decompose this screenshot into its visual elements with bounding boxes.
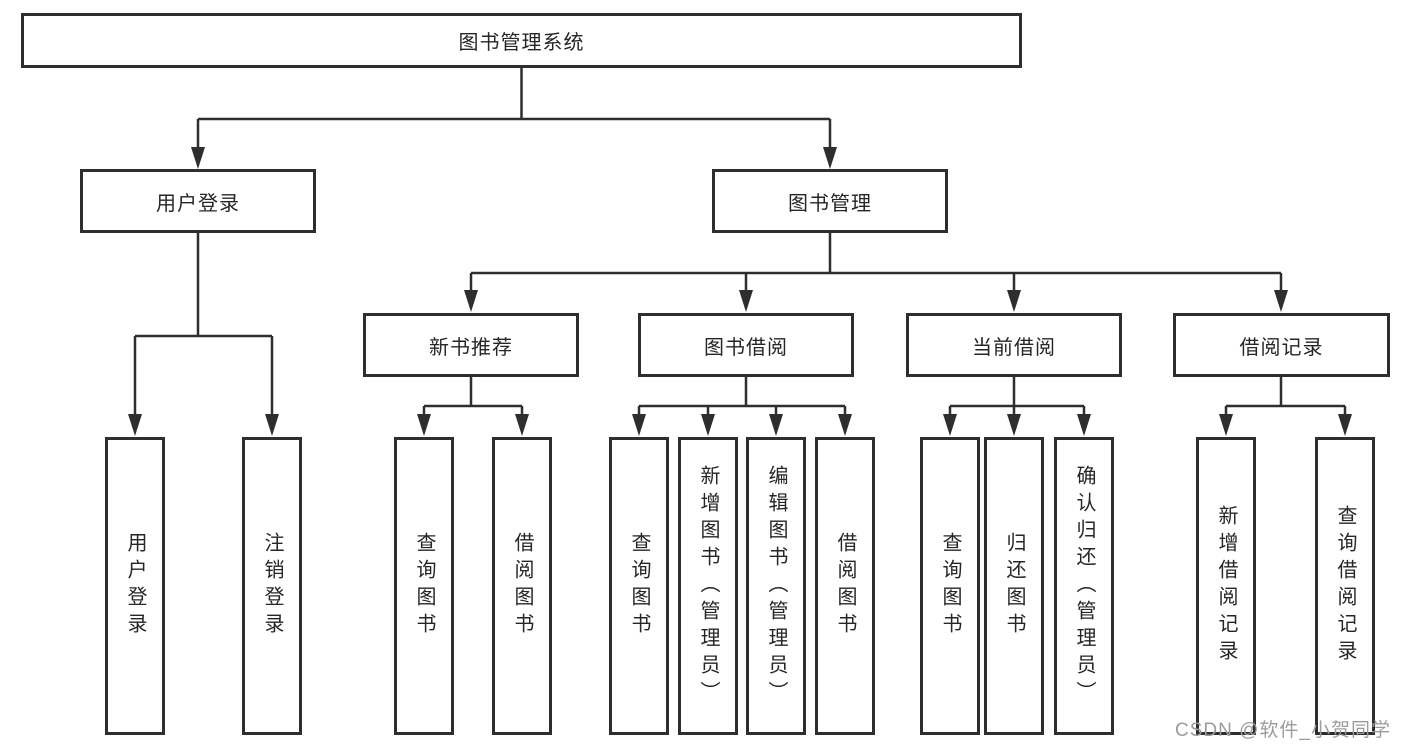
connector-book-borrowing-to-leaves: [632, 377, 852, 436]
node-new-book-recommend: 新书推荐: [363, 313, 579, 377]
leaf-user-login: 用户登录: [105, 437, 165, 735]
node-borrow-records: 借阅记录: [1173, 313, 1390, 377]
leaf-confirm-return-admin: 确认归还（管理员）: [1054, 437, 1114, 735]
node-library-management-system: 图书管理系统: [21, 13, 1022, 68]
leaf-borrow-books-recommend-label: 借阅图书: [511, 532, 533, 640]
leaf-confirm-return-admin-label: 确认归还（管理员）: [1073, 464, 1095, 708]
leaf-add-borrow-record-label: 新增借阅记录: [1215, 505, 1237, 667]
connector-new-book-recommend-to-leaves: [417, 377, 529, 436]
leaf-edit-book-admin-label: 编辑图书（管理员）: [765, 464, 787, 708]
connector-user-login-to-leaves: [128, 233, 279, 436]
leaf-logout-label: 注销登录: [261, 532, 283, 640]
node-user-login: 用户登录: [80, 169, 316, 233]
leaf-add-book-admin-label: 新增图书（管理员）: [697, 464, 719, 708]
leaf-user-login-label: 用户登录: [124, 532, 146, 640]
leaf-add-book-admin: 新增图书（管理员）: [678, 437, 738, 735]
leaf-query-borrow-record: 查询借阅记录: [1315, 437, 1375, 735]
leaf-borrow-books: 借阅图书: [815, 437, 875, 735]
connector-borrow-records-to-leaves: [1219, 377, 1352, 436]
watermark: CSDN @软件_小贺同学: [1175, 720, 1391, 741]
leaf-logout: 注销登录: [242, 437, 302, 735]
connector-root-to-level1: [191, 68, 837, 169]
leaf-return-books: 归还图书: [984, 437, 1044, 735]
leaf-edit-book-admin: 编辑图书（管理员）: [746, 437, 806, 735]
node-book-management: 图书管理: [712, 169, 948, 233]
connector-current-borrowing-to-leaves: [943, 377, 1091, 436]
node-book-borrowing: 图书借阅: [638, 313, 854, 377]
node-current-borrowing: 当前借阅: [906, 313, 1122, 377]
leaf-query-books-current: 查询图书: [920, 437, 980, 735]
leaf-query-books-borrowing: 查询图书: [609, 437, 669, 735]
leaf-return-books-label: 归还图书: [1003, 532, 1025, 640]
leaf-query-books-current-label: 查询图书: [939, 532, 961, 640]
connector-book-management-to-level2: [464, 233, 1288, 312]
leaf-borrow-books-recommend: 借阅图书: [492, 437, 552, 735]
leaf-query-books-recommend: 查询图书: [394, 437, 454, 735]
leaf-query-borrow-record-label: 查询借阅记录: [1334, 505, 1356, 667]
leaf-add-borrow-record: 新增借阅记录: [1196, 437, 1256, 735]
leaf-query-books-recommend-label: 查询图书: [413, 532, 435, 640]
leaf-borrow-books-label: 借阅图书: [834, 532, 856, 640]
leaf-query-books-borrowing-label: 查询图书: [628, 532, 650, 640]
